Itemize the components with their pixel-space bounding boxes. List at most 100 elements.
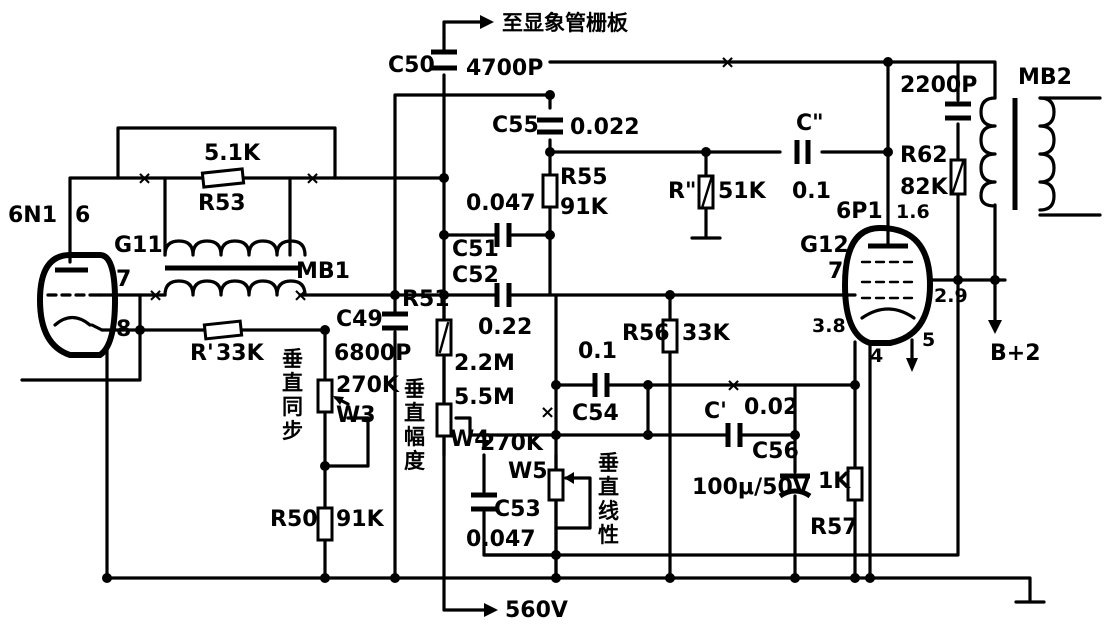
r62-value: 82K: [900, 175, 949, 200]
junction: [439, 173, 449, 183]
tube-6p1-pins-29: 2.9: [934, 285, 968, 307]
r51-value: 2.2M: [454, 351, 515, 376]
arrow-pin5-icon: [906, 358, 918, 372]
vsync-label-4: 步: [282, 419, 303, 443]
vsync-label-2: 直: [282, 371, 303, 395]
tube-6n1: [36, 252, 119, 358]
vsync-label-3: 同: [282, 395, 303, 419]
tube-6p1-pins-top: 1.6: [896, 201, 930, 223]
vlin-label-3: 线: [598, 499, 619, 523]
r56-label: R56: [622, 321, 670, 346]
junction: [545, 147, 555, 157]
potentiometer-w3: [316, 378, 334, 414]
resistor-r56: [661, 318, 679, 354]
tube-6p1-pin-5: 5: [922, 329, 935, 351]
break-mark: ×: [540, 402, 555, 423]
junction: [551, 550, 561, 560]
c-prime-label: C': [704, 399, 727, 424]
r-dd-value: 51K: [718, 179, 767, 204]
b-plus-label: B+2: [990, 341, 1041, 366]
capacitor-c54: [592, 373, 610, 397]
c-dd-label: C": [796, 111, 824, 136]
tube-6n1-envelope: [36, 252, 119, 358]
tube-6n1-pin-6: 6: [75, 203, 90, 228]
resistor-r51-mark: [438, 321, 450, 354]
r56-value: 33K: [682, 321, 731, 346]
tube-6p1-pin-7: 7: [828, 259, 843, 284]
r62-label: R62: [900, 143, 948, 168]
junction: [865, 573, 875, 583]
wire-6n1-plate: [68, 176, 446, 264]
resistor-r62-mark: [951, 160, 965, 194]
capacitor-c-dd: [794, 140, 811, 164]
c50-value: 4700P: [466, 56, 543, 81]
w5-label: W5: [508, 459, 548, 484]
tube-6n1-pin-7: 7: [116, 267, 131, 292]
break-mark: ×: [148, 285, 163, 306]
capacitor-c53: [471, 492, 497, 512]
capacitor-c55: [537, 117, 563, 135]
arrow-560v-icon: [484, 603, 498, 617]
w4-value: 5.5M: [454, 385, 515, 410]
c49-value: 6800P: [334, 341, 411, 366]
junction: [102, 573, 112, 583]
junction: [643, 380, 653, 390]
c50-label: C50: [388, 53, 435, 78]
wire-w5-tap: [554, 476, 592, 530]
labels: 至显象管栅板 560V 6N1 6 7 8 G11 6P1 1.6 7 2.9 …: [8, 11, 1072, 623]
mb1-secondary-coil: [163, 279, 307, 297]
junction: [701, 147, 711, 157]
arrow-to-grid-icon: [480, 15, 494, 29]
break-mark: ×: [720, 52, 735, 73]
resistor-r50: [316, 506, 334, 542]
r50-label: R50: [270, 507, 318, 532]
resistor-r55: [541, 173, 559, 209]
c51-value: 0.047: [466, 191, 536, 216]
tube-6p1-cathode: [860, 307, 916, 320]
c56-label: C56: [752, 439, 799, 464]
junction: [545, 90, 555, 100]
tube-6p1-envelope: [841, 224, 934, 346]
junction: [953, 275, 963, 285]
vlin-label-1: 垂: [598, 451, 619, 475]
c54-label: C54: [572, 401, 619, 426]
c53-value: 0.047: [466, 527, 536, 552]
potentiometer-w5: [547, 468, 565, 502]
r55-value: 91K: [560, 195, 609, 220]
arrow-b-plus-icon: [988, 320, 1002, 334]
mb1-label: MB1: [296, 259, 350, 284]
capacitor-2200p: [945, 101, 971, 121]
junctions: [102, 57, 1000, 583]
junction: [390, 573, 400, 583]
r51-label: R51: [402, 287, 450, 312]
capacitor-c56-curve: [778, 488, 812, 499]
tube-6p1-grid-label: G12: [800, 233, 849, 258]
vlin-label-2: 直: [598, 475, 619, 499]
capacitor-c50: [431, 49, 457, 71]
vamp-label-2: 直: [404, 401, 425, 425]
tube-6p1-pins-38: 3.8: [812, 315, 846, 337]
mb2-primary-coil: [979, 96, 997, 208]
junction: [135, 325, 145, 335]
capacitor-c51: [494, 223, 512, 247]
junction: [545, 230, 555, 240]
r-prime-value: 33K: [216, 341, 265, 366]
resistor-r-prime: [202, 319, 244, 341]
vamp-label-4: 度: [404, 449, 425, 473]
c51-label: C51: [452, 237, 499, 262]
junction: [320, 325, 330, 335]
transformer-mb1: [163, 239, 307, 297]
junction: [643, 430, 653, 440]
vlin-label-4: 性: [598, 523, 619, 547]
c-dd-value: 0.1: [792, 179, 831, 204]
wire-mb2-secondary: [1038, 96, 1102, 217]
junction: [551, 430, 561, 440]
tube-6n1-name: 6N1: [8, 203, 57, 228]
wire-bypass: [116, 126, 337, 180]
tube-6p1-pin-4: 4: [870, 345, 883, 367]
c55-label: C55: [492, 113, 539, 138]
tube-6p1-name: 6P1: [836, 199, 883, 224]
wires: [20, 15, 1102, 617]
wire-c55: [548, 138, 890, 154]
c49-label: C49: [336, 307, 383, 332]
